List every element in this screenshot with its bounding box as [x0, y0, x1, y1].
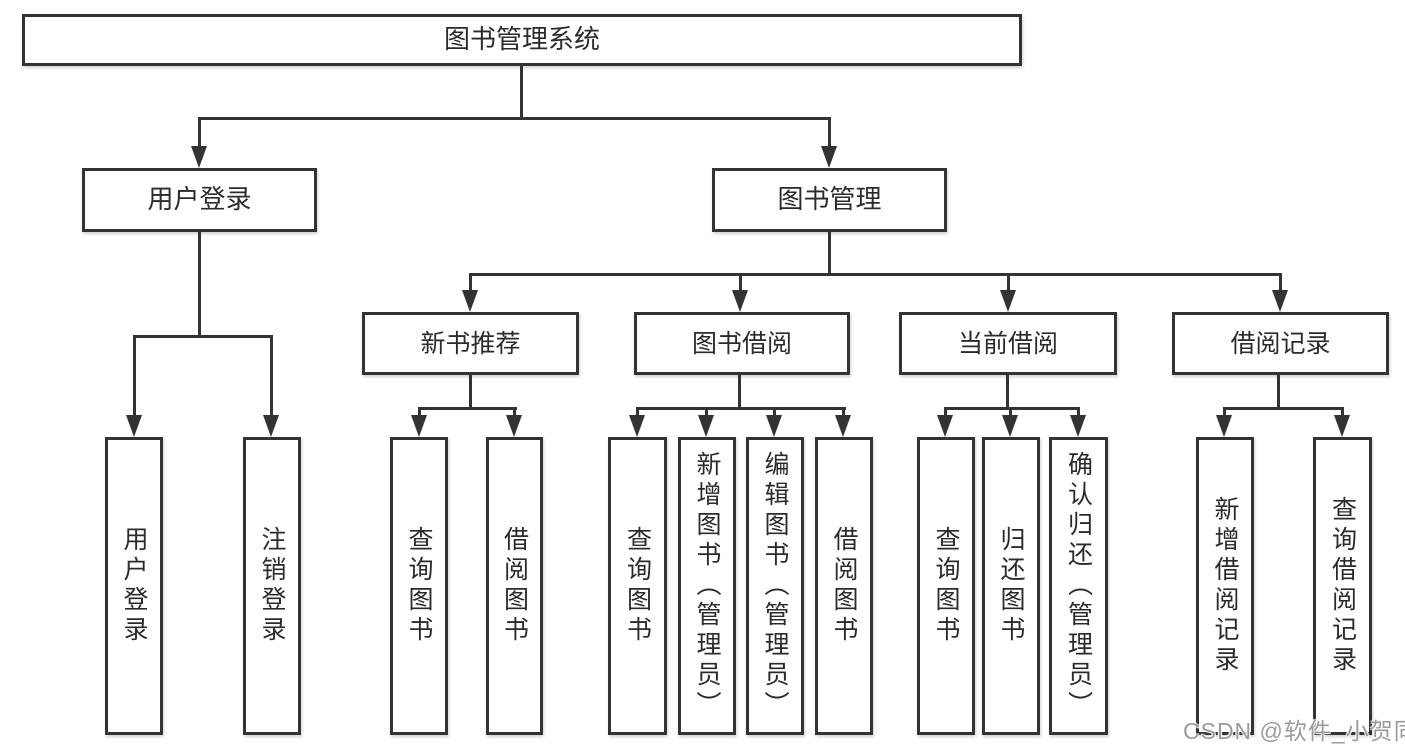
leaf-user-login-label: 用户登录: [120, 526, 148, 646]
node-book-borrow: 图书借阅: [634, 312, 850, 375]
arrow-head-m4c2: [1334, 415, 1350, 437]
connector-m1-vline: [469, 375, 472, 410]
arrow-head-m2c4: [835, 415, 851, 437]
leaf-borrow-books: 借阅图书: [815, 437, 873, 735]
arrow-stem-m2c3: [773, 410, 776, 415]
connector-mgmt-hline: [469, 273, 1282, 276]
arrow-head-m3c3: [1070, 415, 1086, 437]
leaf-query-borrow-record-label: 查询借阅记录: [1328, 496, 1357, 676]
arrow-stem-user-login: [198, 120, 201, 146]
arrow-stem-m3c1: [944, 410, 947, 415]
arrow-head-m2c2: [698, 415, 714, 437]
arrow-stem-m1c1: [418, 410, 421, 415]
arrow-head-m4c1: [1216, 415, 1232, 437]
node-user-login-label: 用户登录: [147, 184, 252, 215]
node-borrow-records: 借阅记录: [1172, 312, 1389, 375]
arrow-head-m2c3: [766, 415, 782, 437]
arrow-head-user-login: [191, 146, 207, 168]
arrow-stem-m2c1: [636, 410, 639, 415]
leaf-query-books-borrow: 查询图书: [608, 437, 667, 735]
leaf-borrow-books-recommend-label: 借阅图书: [500, 526, 529, 646]
arrow-stem-logout-leaf: [270, 338, 273, 415]
leaf-borrow-books-recommend: 借阅图书: [486, 437, 543, 735]
arrow-stem-m4c1: [1223, 410, 1226, 415]
arrow-head-book-mgmt: [821, 146, 837, 168]
leaf-add-books-admin-label: 新增图书（管理员）: [693, 451, 721, 721]
node-book-management-label: 图书管理: [777, 184, 882, 215]
leaf-query-books-current-label: 查询图书: [932, 526, 960, 646]
arrow-head-m1c1: [411, 415, 427, 437]
leaf-logout: 注销登录: [243, 437, 301, 735]
leaf-return-books: 归还图书: [982, 437, 1040, 735]
arrow-head-m3c2: [1002, 415, 1018, 437]
node-user-login: 用户登录: [82, 168, 317, 232]
arrow-stem-book-borrow: [739, 276, 742, 290]
node-new-book-recommend: 新书推荐: [362, 312, 579, 375]
connector-m4-vline: [1277, 375, 1280, 410]
arrow-stem-m2c2: [705, 410, 708, 415]
arrow-stem-login-leaf: [133, 338, 136, 415]
csdn-watermark: CSDN @软件_小贺同学: [1183, 718, 1405, 744]
node-current-borrow-label: 当前借阅: [957, 329, 1058, 358]
arrow-stem-book-mgmt: [828, 120, 831, 146]
arrow-head-new-book: [462, 290, 478, 312]
connector-m2-vline: [738, 375, 741, 410]
leaf-borrow-books-label: 借阅图书: [830, 526, 858, 646]
leaf-edit-books-admin-label: 编辑图书（管理员）: [761, 451, 789, 721]
arrow-stem-current-borrow: [1007, 276, 1010, 290]
leaf-query-books-recommend-label: 查询图书: [405, 526, 433, 646]
leaf-logout-label: 注销登录: [258, 526, 286, 646]
node-book-borrow-label: 图书借阅: [691, 329, 792, 358]
connector-m1-hline: [418, 407, 517, 410]
connector-mgmt-vline: [828, 232, 831, 276]
arrow-stem-new-book: [469, 276, 472, 290]
connector-m3-vline: [1006, 375, 1009, 410]
connector-login-vline: [198, 232, 201, 338]
arrow-head-m3c1: [937, 415, 953, 437]
leaf-edit-books-admin: 编辑图书（管理员）: [746, 437, 804, 735]
arrow-head-login-leaf: [126, 415, 142, 437]
node-borrow-records-label: 借阅记录: [1230, 329, 1331, 358]
arrow-head-current-borrow: [1000, 290, 1016, 312]
arrow-head-logout-leaf: [263, 415, 279, 437]
arrow-stem-m2c4: [842, 410, 845, 415]
leaf-query-borrow-record: 查询借阅记录: [1313, 437, 1372, 735]
leaf-confirm-return-admin: 确认归还（管理员）: [1049, 437, 1108, 735]
connector-m2-hline: [636, 407, 846, 410]
connector-m4-hline: [1223, 407, 1344, 410]
connector-login-hline: [133, 335, 273, 338]
arrow-stem-m1c2: [513, 410, 516, 415]
arrow-head-book-borrow: [732, 290, 748, 312]
leaf-query-books-borrow-label: 查询图书: [623, 526, 652, 646]
arrow-head-borrow-records: [1272, 290, 1288, 312]
arrow-head-m1c2: [506, 415, 522, 437]
leaf-query-books-current: 查询图书: [917, 437, 975, 735]
leaf-confirm-return-admin-label: 确认归还（管理员）: [1064, 451, 1093, 721]
leaf-query-books-recommend: 查询图书: [390, 437, 448, 735]
node-book-management: 图书管理: [712, 168, 947, 232]
connector-m3-hline: [944, 407, 1080, 410]
arrow-head-m2c1: [629, 415, 645, 437]
leaf-add-borrow-record: 新增借阅记录: [1196, 437, 1254, 735]
arrow-stem-m4c2: [1341, 410, 1344, 415]
leaf-user-login: 用户登录: [105, 437, 163, 735]
leaf-add-books-admin: 新增图书（管理员）: [678, 437, 736, 735]
node-current-borrow: 当前借阅: [899, 312, 1117, 375]
leaf-return-books-label: 归还图书: [997, 526, 1025, 646]
arrow-stem-m3c3: [1077, 410, 1080, 415]
connector-root-hline: [198, 117, 831, 120]
arrow-stem-m3c2: [1009, 410, 1012, 415]
node-new-book-recommend-label: 新书推荐: [420, 329, 521, 358]
connector-root-vline: [520, 66, 523, 120]
arrow-stem-borrow-records: [1279, 276, 1282, 290]
node-system-root: 图书管理系统: [22, 14, 1022, 66]
leaf-add-borrow-record-label: 新增借阅记录: [1211, 496, 1239, 676]
node-system-root-label: 图书管理系统: [443, 24, 600, 55]
